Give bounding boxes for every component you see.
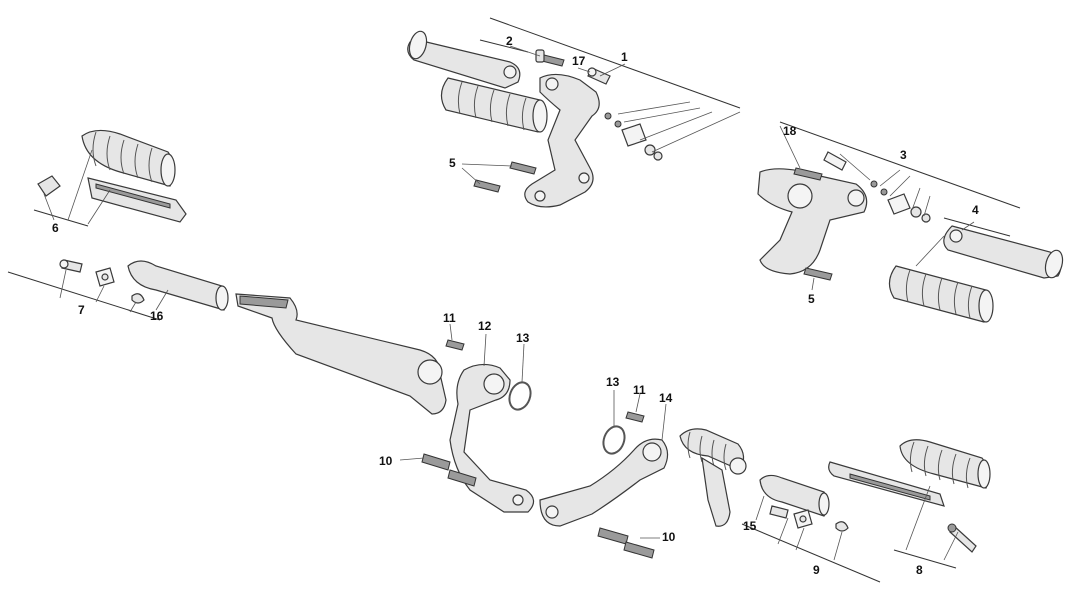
footpeg-pivot-15 <box>759 474 830 517</box>
clip-6 <box>37 175 61 197</box>
shifter-peg <box>679 428 747 527</box>
footpeg-tube-right <box>943 225 1064 279</box>
tip-8 <box>947 523 977 553</box>
pin-9 <box>769 505 789 519</box>
label-11a: 11 <box>443 311 456 325</box>
footpeg-pivot-16 <box>127 260 229 311</box>
label-2: 2 <box>506 34 513 48</box>
label-10b: 10 <box>662 530 676 544</box>
bolt-5-right <box>803 267 833 281</box>
part-labels: 1 2 17 3 18 4 5 5 6 7 16 11 12 13 10 13 … <box>52 34 979 577</box>
label-5b: 5 <box>808 292 815 306</box>
label-9: 9 <box>813 563 820 577</box>
bolt-11-right <box>625 411 645 423</box>
rubber-footpeg-left <box>81 129 176 187</box>
label-18: 18 <box>783 124 797 138</box>
label-8: 8 <box>916 563 923 577</box>
label-14: 14 <box>659 391 673 405</box>
control-arm-12 <box>449 363 535 513</box>
bolt-11-left <box>445 339 465 351</box>
bolt-2 <box>535 49 565 67</box>
bracket-left-upper <box>524 73 600 208</box>
label-12: 12 <box>478 319 492 333</box>
rubber-footpeg-lower-right <box>899 439 991 489</box>
brake-pedal-lever <box>235 293 447 415</box>
washer-7 <box>95 267 115 287</box>
label-13a: 13 <box>516 331 530 345</box>
clip-7 <box>131 293 145 304</box>
label-6: 6 <box>52 221 59 235</box>
bolt-17 <box>587 67 611 85</box>
label-3: 3 <box>900 148 907 162</box>
footpeg-plate-right <box>828 461 945 507</box>
small-parts-1 <box>604 112 663 161</box>
label-15: 15 <box>743 519 757 533</box>
clip-9 <box>835 521 849 532</box>
bolts-5-upper <box>473 161 537 193</box>
footpeg-tube-upper <box>407 30 521 89</box>
bracket-right <box>757 168 868 275</box>
control-arm-14 <box>539 438 669 527</box>
label-7: 7 <box>78 303 85 317</box>
label-5a: 5 <box>449 156 456 170</box>
small-parts-3 <box>870 180 931 223</box>
leader-lines <box>7 17 1021 583</box>
bolts-10-left <box>421 453 477 487</box>
rubber-footpeg-upper <box>440 77 548 133</box>
ring-13-left <box>508 381 532 411</box>
label-13b: 13 <box>606 375 620 389</box>
label-1: 1 <box>621 50 628 64</box>
label-16: 16 <box>150 309 164 323</box>
footpeg-plate-left <box>87 177 187 223</box>
label-17: 17 <box>572 54 586 68</box>
label-4: 4 <box>972 203 979 217</box>
bolts-10-right <box>597 527 655 559</box>
bolt-18 <box>793 151 847 181</box>
pin-7 <box>59 259 83 273</box>
label-11b: 11 <box>633 383 646 397</box>
washer-9 <box>793 509 813 529</box>
rubber-footpeg-right <box>888 265 994 323</box>
label-10a: 10 <box>379 454 393 468</box>
ring-13-right <box>602 425 626 455</box>
